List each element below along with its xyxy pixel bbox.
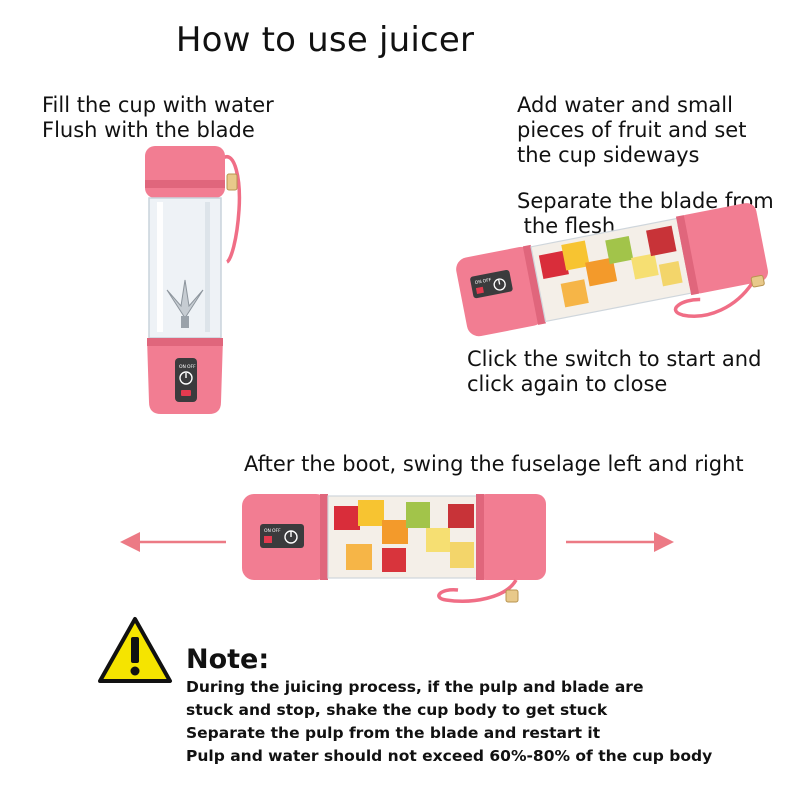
warning-icon [98, 617, 172, 683]
step-fill-text: Fill the cup with water Flush with the b… [42, 93, 274, 143]
note-title: Note: [186, 644, 270, 675]
step-click-line-2: click again to close [467, 372, 668, 396]
power-icon[interactable] [179, 371, 193, 385]
juicer-upright-image: ON OFF [145, 146, 242, 414]
switch-on-label-3: ON [264, 528, 271, 534]
arrow-left-icon [120, 532, 226, 552]
note-line-1: During the juicing process, if the pulp … [186, 678, 644, 696]
step-separate-text: Separate the blade from the flesh [517, 189, 774, 239]
step-fill-line-2: Flush with the blade [42, 118, 255, 142]
switch-off-label-3: OFF [272, 528, 281, 534]
step-add-text: Add water and small pieces of fruit and … [517, 93, 746, 168]
step-add-line-1: Add water and small [517, 93, 733, 117]
power-icon[interactable] [493, 278, 506, 291]
note-line-4: Pulp and water should not exceed 60%-80%… [186, 747, 713, 765]
power-icon[interactable] [284, 530, 298, 544]
note-line-3: Separate the pulp from the blade and res… [186, 724, 601, 742]
step-click-text: Click the switch to start and click agai… [467, 347, 761, 397]
note-line-2: stuck and stop, shake the cup body to ge… [186, 701, 608, 719]
switch-off-label: OFF [187, 364, 196, 370]
juicer-sideways-image: ON OFF [456, 203, 769, 337]
note-list: During the juicing process, if the pulp … [186, 676, 712, 768]
switch-on-label: ON [179, 364, 186, 370]
arrow-right-icon [566, 532, 674, 552]
switch-off-label-2: OFF [482, 277, 492, 285]
step-fill-line-1: Fill the cup with water [42, 93, 274, 117]
step-click-line-1: Click the switch to start and [467, 347, 762, 371]
step-add-line-3: the cup sideways [517, 143, 700, 167]
step-swing-text: After the boot, swing the fuselage left … [244, 452, 744, 476]
page-title: How to use juicer [175, 20, 475, 60]
switch-on-label-2: ON [474, 279, 482, 286]
juicer-horizontal-image: ON OFF [242, 494, 546, 603]
step-add-line-2: pieces of fruit and set [517, 118, 747, 142]
